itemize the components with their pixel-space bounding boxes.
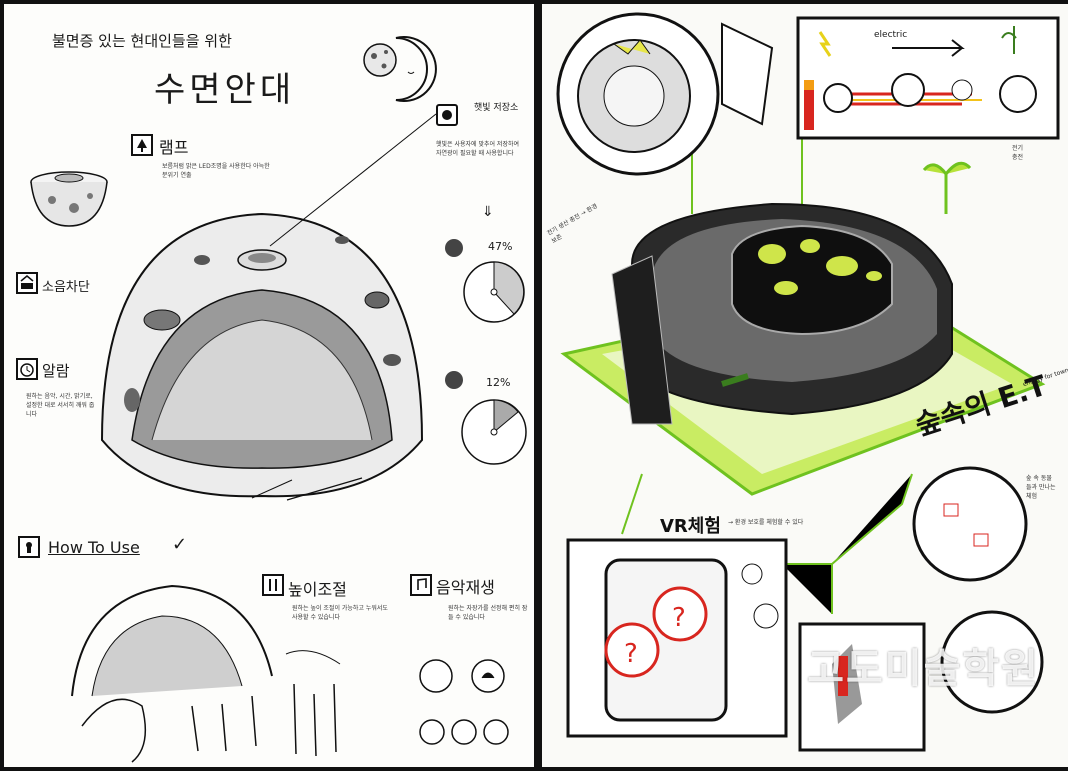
dome-illustration xyxy=(100,212,424,501)
vr-label: VR체험 xyxy=(660,516,721,537)
pct-12: 12% xyxy=(486,376,511,389)
music-note: 원하는 자장가를 선정해 편히 잠들 수 있습니다 xyxy=(448,605,528,621)
sleep-mask-panel: 불면증 있는 현대인들을 위한 수면안대 램프 보름처럼 밝은 LED조명을 사… xyxy=(4,4,534,767)
panel-title: 수면안대 xyxy=(154,70,296,110)
vr-note: → 환경 보호를 체험할 수 있다 xyxy=(728,519,804,526)
music-note-icon xyxy=(410,574,432,596)
lamp-label: 램프 xyxy=(159,138,189,157)
et-forest-panel: ? ? electric 숲속의 E.T energy for town VR체… xyxy=(542,4,1068,767)
photo-label: 햇빛 저장소 xyxy=(474,103,519,113)
bottom-right-note: 숲 속 동물들과 만나는 체험 xyxy=(1026,475,1056,500)
check-icon: ✓ xyxy=(172,534,188,555)
usage-sketch xyxy=(71,584,273,763)
watermark: 고도미술학원 xyxy=(807,646,1040,692)
pointer-line xyxy=(269,113,437,247)
noise-label: 소음차단 xyxy=(42,280,90,295)
panel-subtitle: 불면증 있는 현대인들을 위한 xyxy=(52,32,232,50)
height-adjust-icon xyxy=(262,574,284,596)
pct-47: 47% xyxy=(488,240,513,253)
sun-storage-icon xyxy=(436,104,458,126)
svg-text:?: ? xyxy=(672,603,686,633)
sun-dial-47 xyxy=(445,239,525,323)
alarm-label: 알람 xyxy=(42,362,70,380)
et-illustration: ? ? xyxy=(556,12,1060,752)
height-note: 원하는 높이 조절이 가능하고 누워서도 사용할 수 있습니다 xyxy=(292,605,388,621)
moon-logo-icon xyxy=(363,36,437,102)
svg-text:?: ? xyxy=(624,639,638,669)
sun-dial-12 xyxy=(445,371,527,465)
photo-note: 햇빛은 사용자에 맞추어 저장하여 자연광이 필요할 때 사용합니다 xyxy=(436,141,520,157)
side-note: 전기 충전 xyxy=(1012,145,1024,161)
music-label: 음악재생 xyxy=(436,578,495,597)
alarm-icon xyxy=(16,358,38,380)
lamp-sketch xyxy=(30,171,108,227)
alarm-note: 원하는 음악, 시간, 밝기로, 설정한 대로 서서히 깨워 줍니다 xyxy=(26,393,95,418)
lamp-note: 보름처럼 밝은 LED조명을 사용한다 아늑한 분위기 연출 xyxy=(162,163,270,179)
how-to-use-label: How To Use xyxy=(48,538,140,557)
keyhole-icon xyxy=(18,536,40,558)
noise-block-icon xyxy=(16,272,38,294)
lamp-icon xyxy=(131,134,153,156)
electric-label: electric xyxy=(874,30,908,40)
down-arrow-icon: ⇓ xyxy=(482,204,494,220)
height-label: 높이조절 xyxy=(288,580,347,599)
music-options xyxy=(419,659,509,745)
leg-sketch xyxy=(285,650,341,757)
